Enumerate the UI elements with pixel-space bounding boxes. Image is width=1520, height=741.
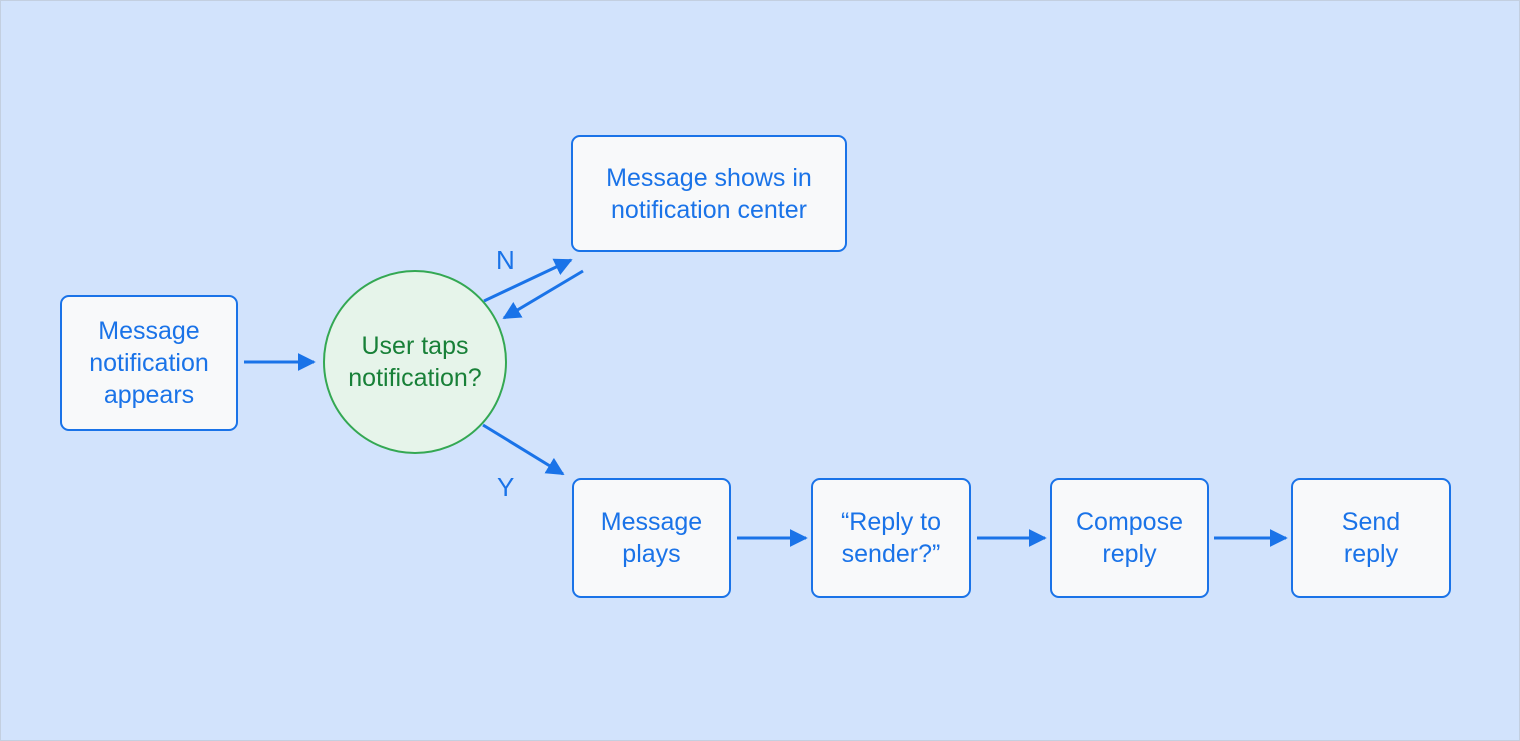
connector-notification-center-to-decision [502, 269, 584, 320]
edge-label-no: N [496, 245, 515, 275]
node-start[interactable]: Message notification appears [60, 295, 238, 431]
node-decision-user-taps-notification[interactable]: User taps notification? [323, 270, 507, 454]
node-message-plays[interactable]: Message plays [572, 478, 731, 598]
node-compose-reply[interactable]: Compose reply [1050, 478, 1209, 598]
connector-decision-to-message-plays [482, 423, 565, 476]
node-reply-to-sender[interactable]: “Reply to sender?” [811, 478, 971, 598]
edge-label-yes: Y [497, 472, 515, 502]
node-send-reply[interactable]: Send reply [1291, 478, 1451, 598]
node-notification-center[interactable]: Message shows in notification center [571, 135, 847, 252]
